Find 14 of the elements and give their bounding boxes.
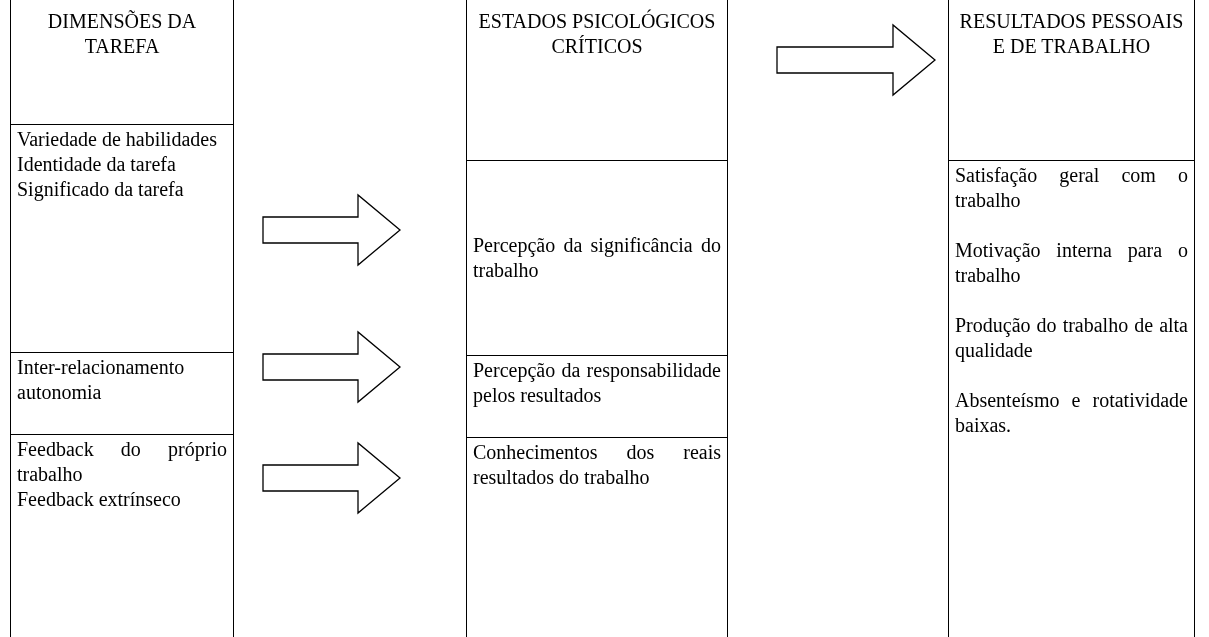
block-arrow (262, 330, 401, 404)
table-cell: Inter-relacionamento autonomia (10, 352, 234, 435)
table-cell: Percepção da significância do trabalho (466, 160, 728, 356)
block-arrow (776, 23, 936, 97)
block-arrow (262, 193, 401, 267)
table-cell: Feedback do próprio trabalho Feedback extrínseco (10, 434, 234, 637)
table-cell: Percepção da responsabilidade pelos resultados (466, 355, 728, 438)
table-cell: Satisfação geral com o trabalho Motivação interna para o trabalho Produção do trabalho de alta qualidade Absenteísmo e rotatividade baixas. (948, 160, 1195, 637)
column-header: ESTADOS PSICOLÓGICOS CRÍTICOS (466, 0, 728, 161)
column-header: RESULTADOS PESSOAIS E DE TRABALHO (948, 0, 1195, 161)
table-cell: Variedade de habilidades Identidade da tarefa Significado da tarefa (10, 124, 234, 353)
column-header: DIMENSÕES DA TAREFA (10, 0, 234, 125)
block-arrow (262, 441, 401, 515)
table-cell: Conhecimentos dos reais resultados do trabalho (466, 437, 728, 637)
